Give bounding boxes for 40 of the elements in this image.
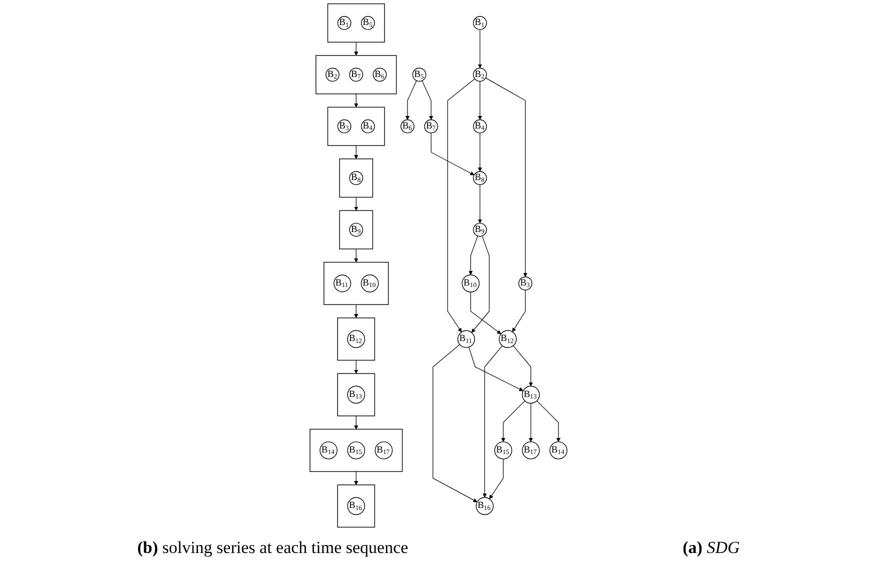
circle-node: B$_{11}$ [334,274,352,292]
circle-node: B$_{8}$ [473,171,487,185]
circle-node: B$_{3}$ [518,276,532,290]
circle-node: B$_{6}$ [372,68,387,82]
circle-node: B$_{17}$ [522,441,540,460]
circle-node: B$_{5}$ [361,16,375,30]
circle-node: B$_{16}$ [347,497,366,515]
circle-node: B$_{14}$ [550,441,568,460]
circle-node: B$_{13}$ [347,386,366,404]
circle-node: B$_{4}$ [361,119,375,134]
circle-node: B$_{3}$ [337,119,352,134]
group-box [339,210,374,250]
circle-node: B$_{7}$ [349,68,364,82]
circle-node: B$_{16}$ [476,497,494,515]
circle-node: B$_{1}$ [337,16,352,30]
group-box [339,158,374,198]
circle-node: B$_{9}$ [349,222,364,237]
group-box [327,106,385,146]
circle-node: B$_{5}$ [412,68,426,82]
circle-node: B$_{10}$ [360,274,379,292]
circle-node: B$_{10}$ [462,274,480,292]
circle-node: B$_{12}$ [347,330,366,348]
panel-caption: (b) solving series at each time sequence [137,538,408,558]
circle-node: B$_{2}$ [473,68,487,82]
circle-node: B$_{1}$ [473,16,487,30]
circle-node: B$_{17}$ [374,441,393,460]
circle-node: B$_{8}$ [349,171,364,185]
circle-node: B$_{14}$ [320,441,338,460]
circle-node: B$_{9}$ [473,222,487,237]
circle-node: B$_{2}$ [326,68,340,82]
group-box [327,3,385,43]
panel-caption: (a) SDG [682,538,740,558]
circle-node: B$_{13}$ [522,386,540,404]
circle-node: B$_{15}$ [494,441,512,460]
circle-node: B$_{11}$ [457,330,475,348]
circle-node: B$_{4}$ [473,119,487,134]
circle-node: B$_{15}$ [347,441,366,460]
circle-node: B$_{6}$ [400,119,414,134]
circle-node: B$_{12}$ [498,330,517,348]
circle-node: B$_{7}$ [424,119,438,134]
